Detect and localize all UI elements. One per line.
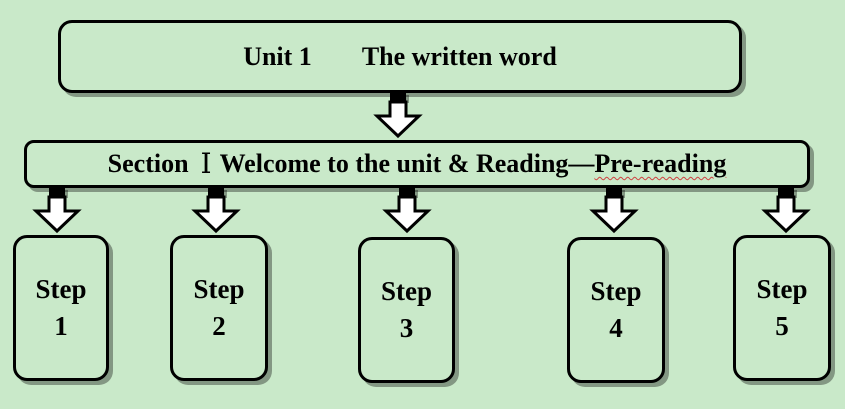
step-1-label: Step — [35, 274, 87, 304]
step-3-label: Step — [380, 276, 432, 306]
unit-title-box: Unit 1 The written word — [58, 20, 742, 93]
arrow-section-to-step-4 — [591, 185, 637, 233]
step-3-box: Step 3 — [358, 237, 455, 383]
section-box: Section Ⅰ Welcome to the unit & Reading—… — [24, 140, 810, 188]
arrow-title-to-section — [375, 90, 421, 138]
unit-number: Unit 1 — [243, 41, 312, 71]
arrow-section-to-step-3 — [384, 185, 430, 233]
arrow-section-to-step-5 — [763, 185, 809, 233]
unit-topic: The written word — [361, 41, 557, 71]
section-text: Welcome to the unit & Reading— — [219, 149, 595, 178]
step-3-number: 3 — [399, 313, 414, 343]
step-2-box: Step 2 — [170, 235, 268, 381]
step-5-number: 5 — [775, 311, 789, 341]
step-1-number: 1 — [54, 311, 68, 341]
step-1-box: Step 1 — [13, 235, 109, 381]
step-4-number: 4 — [609, 313, 623, 343]
step-2-number: 2 — [212, 311, 226, 341]
arrow-section-to-step-1 — [34, 185, 80, 233]
step-5-box: Step 5 — [733, 235, 831, 381]
section-prefix: Section — [107, 149, 189, 178]
step-4-label: Step — [590, 276, 642, 306]
arrow-section-to-step-2 — [193, 185, 239, 233]
section-numeral: Ⅰ — [200, 149, 212, 180]
step-4-box: Step 4 — [567, 237, 665, 383]
step-2-label: Step — [193, 274, 245, 304]
section-underlined-text: Pre-reading — [594, 149, 727, 178]
step-5-label: Step — [756, 274, 808, 304]
